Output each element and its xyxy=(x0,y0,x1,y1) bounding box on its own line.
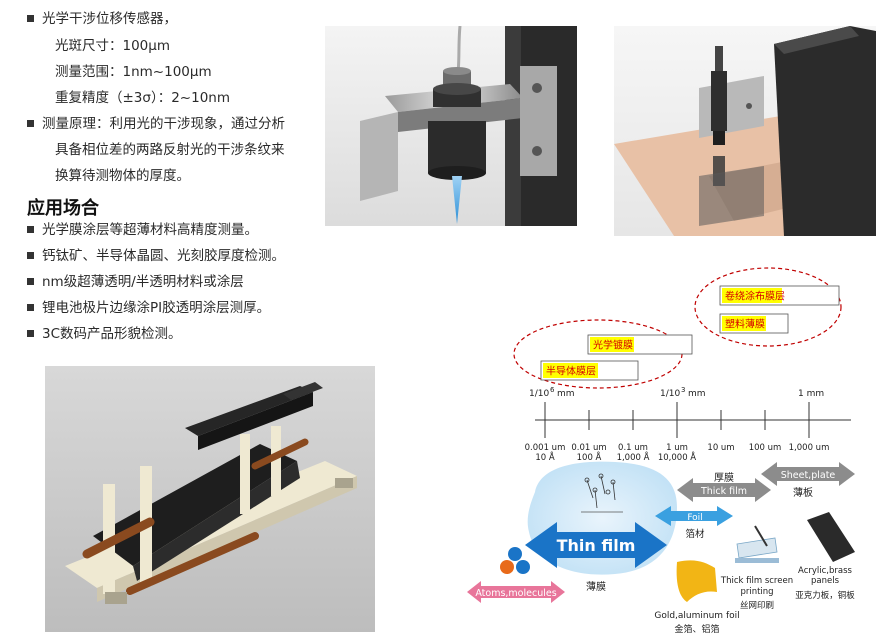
acrylic-label: Acrylic,brass xyxy=(798,566,852,576)
scale-label: 1/10 xyxy=(529,389,549,399)
screen-printing-cn: 丝网印刷 xyxy=(740,600,774,611)
atoms-deposition-icon xyxy=(581,473,623,513)
scale-ticks xyxy=(544,402,810,438)
gold-foil-cn: 金箔、铝箔 xyxy=(674,623,719,634)
bullet-icon xyxy=(27,120,34,127)
principle-line-3: 换算待测物体的厚度。 xyxy=(55,168,190,184)
atoms-arrow xyxy=(467,581,565,603)
bullet-icon xyxy=(27,252,34,259)
dashed-ellipse xyxy=(694,267,842,347)
bullet-icon xyxy=(27,304,34,311)
sensor-measuring-photo xyxy=(614,26,876,236)
tick-label: 10 Å xyxy=(535,451,555,463)
bullet-icon xyxy=(27,226,34,233)
gold-foil-icon xyxy=(676,560,717,602)
thickness-scale-diagram: 卷绕涂布膜层 塑料薄膜 光学镀膜 半导体膜层 1/10 6 mm 1/10 3 … xyxy=(455,262,885,635)
tick-label: 1 um xyxy=(666,443,688,453)
tick-label: 10 um xyxy=(707,443,734,453)
scale-label: 1 mm xyxy=(798,389,824,399)
foil-cn: 箔材 xyxy=(685,528,705,540)
bullet-icon xyxy=(27,330,34,337)
tag-label: 光学镀膜 xyxy=(593,339,633,352)
tick-label: 0.001 um xyxy=(525,443,566,453)
scale-label: 1/10 xyxy=(660,389,680,399)
tick-label: 100 Å xyxy=(577,451,602,463)
foil-arrow xyxy=(655,506,733,526)
measuring-range: 测量范围：1nm~100μm xyxy=(55,64,212,80)
tag-label: 卷绕涂布膜层 xyxy=(725,290,785,303)
tag-label: 塑料薄膜 xyxy=(725,318,765,331)
scale-label: 3 xyxy=(681,386,685,394)
screen-printing-icon xyxy=(735,525,779,563)
foil-label: Foil xyxy=(687,513,702,523)
screen-printing-label: Thick film screen xyxy=(720,576,793,586)
application-item: 3C数码产品形貌检测。 xyxy=(27,327,182,342)
thin-film-cn: 薄膜 xyxy=(586,580,606,593)
sheet-plate-arrow xyxy=(761,462,855,486)
bullet-icon xyxy=(27,278,34,285)
application-item: 锂电池极片边缘涂PI胶透明涂层测厚。 xyxy=(27,301,270,316)
tick-label: 1,000 Å xyxy=(617,451,650,463)
principle-line-2: 具备相位差的两路反射光的干涉条纹来 xyxy=(55,142,285,158)
coating-machine-photo xyxy=(45,366,375,632)
sheet-plate-cn: 薄板 xyxy=(793,486,813,499)
scale-label: 6 xyxy=(550,386,555,394)
acrylic-label-2: panels xyxy=(811,576,840,586)
tick-label: 10,000 Å xyxy=(658,451,696,463)
thick-film-arrow xyxy=(677,478,771,502)
applications-heading: 应用场合 xyxy=(27,198,99,219)
thick-film-label: Thick film xyxy=(700,486,747,497)
gold-foil-label: Gold,aluminum foil xyxy=(654,611,739,621)
thin-film-label: Thin film xyxy=(557,536,636,555)
screen-printing-label-2: printing xyxy=(740,587,773,597)
sensor-title-row: 光学干涉位移传感器， xyxy=(27,11,177,27)
repeatability: 重复精度（±3σ）：2~10nm xyxy=(55,90,230,106)
thick-film-cn: 厚膜 xyxy=(714,472,734,484)
principle-line-1: 测量原理：利用光的干涉现象，通过分析 xyxy=(42,116,285,132)
thin-film-arrow xyxy=(525,522,667,568)
application-item: 光学膜涂层等超薄材料高精度测量。 xyxy=(27,223,258,238)
sensor-closeup-photo xyxy=(325,26,577,226)
application-item: 钙钛矿、半导体晶圆、光刻胶厚度检测。 xyxy=(27,249,285,264)
scale-label: mm xyxy=(557,389,575,399)
tag-label: 半导体膜层 xyxy=(546,365,596,378)
sensor-title: 光学干涉位移传感器， xyxy=(42,11,177,27)
tick-label: 1,000 um xyxy=(789,443,830,453)
acrylic-cn: 亚克力板，铜板 xyxy=(795,590,855,601)
principle-row: 测量原理：利用光的干涉现象，通过分析 xyxy=(27,116,285,132)
molecule-icon xyxy=(500,547,530,574)
sheet-plate-label: Sheet,plate xyxy=(781,470,836,481)
bullet-icon xyxy=(27,15,34,22)
atoms-label: Atoms,molecules xyxy=(475,588,556,599)
application-item: nm级超薄透明/半透明材料或涂层 xyxy=(27,275,244,290)
scale-label: mm xyxy=(688,389,706,399)
acrylic-panel-icon xyxy=(807,512,855,562)
tick-label: 0.01 um xyxy=(571,443,606,453)
spot-size: 光斑尺寸：100μm xyxy=(55,38,171,54)
tick-label: 0.1 um xyxy=(618,443,648,453)
tick-label: 100 um xyxy=(749,443,782,453)
